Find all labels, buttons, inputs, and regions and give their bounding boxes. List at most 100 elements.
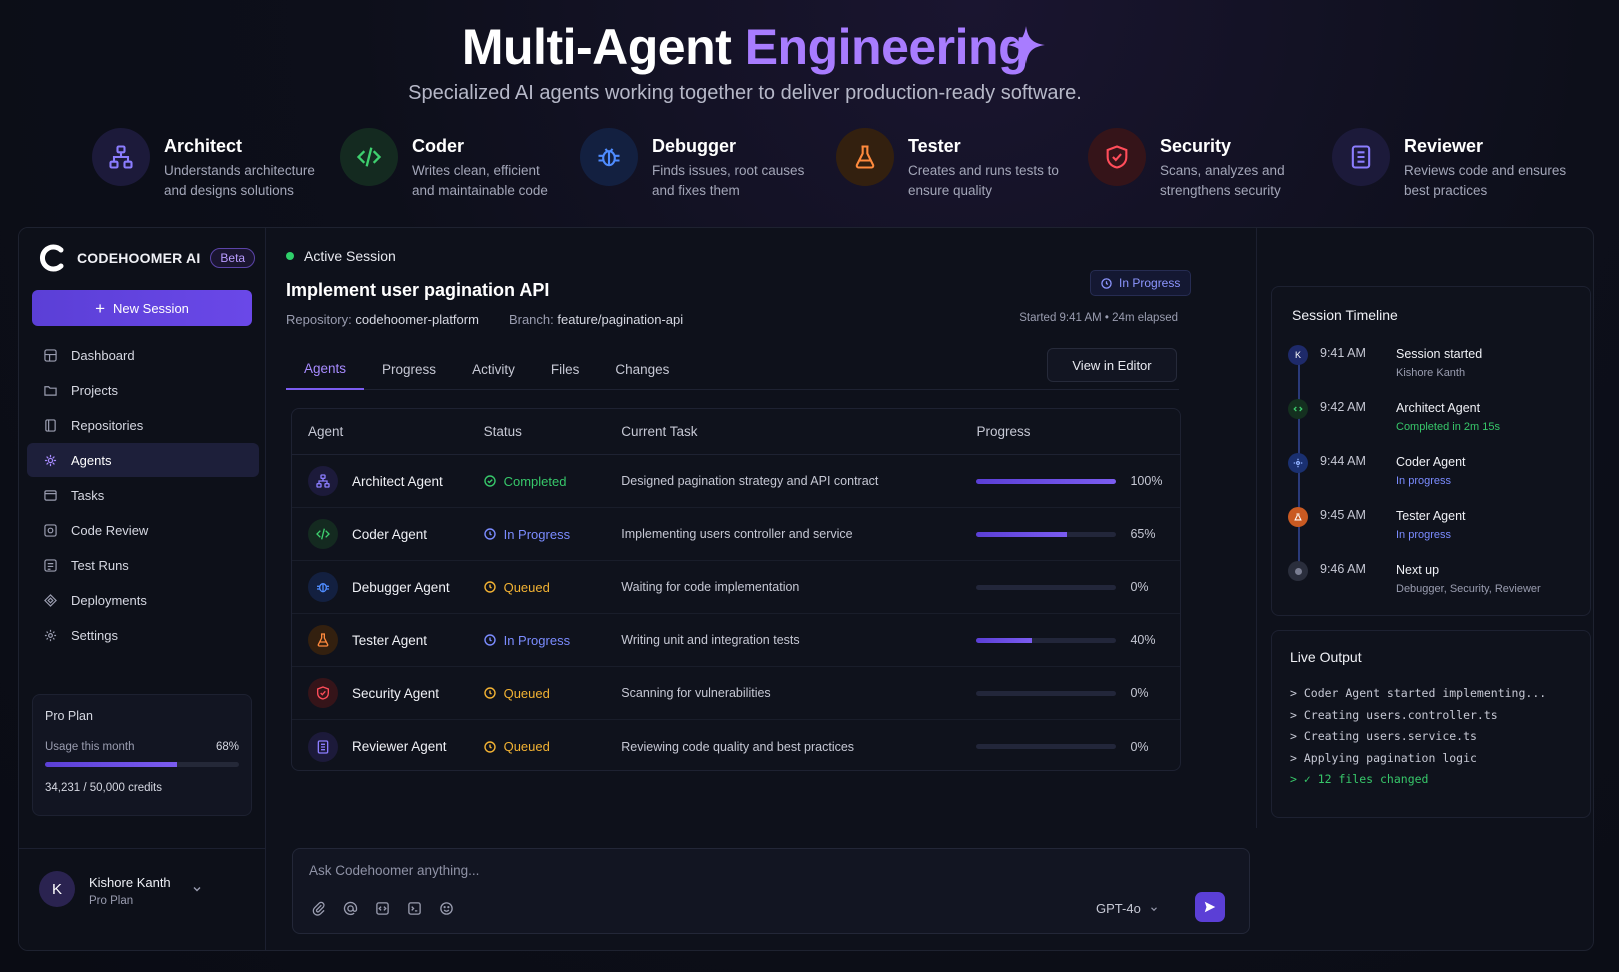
- status-text: In Progress: [503, 632, 571, 648]
- timeline-event: Tester Agent: [1396, 509, 1466, 523]
- chat-input[interactable]: Ask Codehoomer anything...: [309, 863, 480, 878]
- agent-name: Debugger Agent: [352, 579, 450, 595]
- progress-cell: 0%: [976, 740, 1180, 754]
- user-plan: Pro Plan: [89, 895, 134, 907]
- sidebar-item-agents[interactable]: Agents: [27, 443, 259, 477]
- timeline-event: Next up: [1396, 563, 1440, 577]
- main-panel: Active Session Implement user pagination…: [266, 228, 1256, 828]
- agent-name: Tester Agent: [352, 632, 428, 648]
- new-session-button[interactable]: + New Session: [32, 290, 252, 326]
- usage-bar: [45, 762, 239, 767]
- send-button[interactable]: [1195, 892, 1225, 922]
- status-cell: Completed: [483, 474, 622, 489]
- repository-link[interactable]: codehoomer-platform: [355, 312, 479, 327]
- model-selector[interactable]: GPT-4o: [1096, 901, 1159, 916]
- status-cell: Queued: [483, 686, 622, 701]
- status-cell: In Progress: [483, 632, 622, 648]
- sidebar-item-code-review[interactable]: Code Review: [27, 513, 259, 547]
- tab-activity[interactable]: Activity: [472, 361, 515, 377]
- sidebar-item-label: Test Runs: [71, 557, 129, 573]
- tasks-icon: [43, 488, 57, 502]
- clock-icon: [483, 634, 496, 646]
- table-row[interactable]: Architect Agent Completed Designed pagin…: [292, 455, 1180, 508]
- test-icon: [43, 558, 57, 572]
- sidebar-item-test-runs[interactable]: Test Runs: [27, 548, 259, 582]
- user-name: Kishore Kanth: [89, 875, 171, 890]
- sidebar-item-tasks[interactable]: Tasks: [27, 478, 259, 512]
- user-profile[interactable]: K Kishore Kanth Pro Plan: [19, 848, 266, 950]
- timeline-item: K 9:41 AM Session started Kishore Kanth: [1288, 345, 1588, 391]
- agent-cell: Debugger Agent: [292, 572, 484, 602]
- hero-title-accent: Engineering: [744, 19, 1029, 75]
- status-cell: Queued: [483, 580, 622, 595]
- task-text: Scanning for vulnerabilities: [621, 686, 771, 700]
- terminal-icon[interactable]: [405, 899, 423, 917]
- user-initial-dot: K: [1288, 345, 1308, 365]
- progress-bar: [976, 744, 1117, 749]
- plus-icon: +: [95, 298, 106, 318]
- timeline-item: 9:46 AM Next up Debugger, Security, Revi…: [1288, 561, 1588, 607]
- chat-input-box[interactable]: Ask Codehoomer anything... GPT-4o: [292, 848, 1250, 934]
- sidebar-item-projects[interactable]: Projects: [27, 373, 259, 407]
- repository-label: Repository:: [286, 312, 352, 327]
- progress-cell: 40%: [976, 633, 1180, 647]
- tab-agents[interactable]: Agents: [286, 348, 365, 390]
- shield-icon: [308, 678, 338, 708]
- progress-bar-fill: [976, 478, 1117, 484]
- emoji-icon[interactable]: [437, 899, 455, 917]
- repository-info: Repository: codehoomer-platform: [286, 312, 479, 327]
- table-row[interactable]: Tester Agent In Progress Writing unit an…: [292, 614, 1180, 667]
- view-in-editor-button[interactable]: View in Editor: [1047, 348, 1177, 382]
- tab-changes[interactable]: Changes: [615, 361, 670, 377]
- sidebar-item-deployments[interactable]: Deployments: [27, 583, 259, 617]
- flask-icon: [308, 625, 338, 655]
- chevron-down-icon[interactable]: [191, 883, 203, 895]
- branch-link[interactable]: feature/pagination-api: [557, 312, 684, 327]
- model-name: GPT-4o: [1096, 901, 1141, 916]
- sparkle-icon: [1007, 26, 1045, 64]
- usage-label: Usage this month: [45, 741, 135, 753]
- log-line: > Creating users.controller.ts: [1290, 707, 1498, 722]
- progress-bar: [976, 478, 1117, 484]
- table-row[interactable]: Reviewer Agent Queued Reviewing code qua…: [292, 720, 1180, 770]
- at-icon[interactable]: [341, 899, 359, 917]
- agent-cell: Architect Agent: [292, 466, 484, 496]
- sidebar-nav: Dashboard Projects Repositories Agents T…: [27, 338, 259, 653]
- feature-title: Debugger: [652, 136, 737, 156]
- table-row[interactable]: Debugger Agent Queued Waiting for code i…: [292, 561, 1180, 614]
- chat-tools: [309, 899, 455, 917]
- paperclip-icon[interactable]: [309, 899, 327, 917]
- live-output-title: Live Output: [1290, 649, 1362, 665]
- brand: CODEHOOMER AI Beta: [39, 244, 256, 272]
- new-session-label: New Session: [113, 300, 189, 316]
- branch-info: Branch: feature/pagination-api: [509, 312, 683, 327]
- clock-icon: [483, 528, 496, 540]
- log-line: > Coder Agent started implementing...: [1290, 686, 1547, 700]
- tab-progress[interactable]: Progress: [382, 361, 437, 377]
- progress-cell: 0%: [976, 580, 1180, 594]
- status-badge: In Progress: [1090, 270, 1192, 296]
- sidebar-item-settings[interactable]: Settings: [27, 618, 259, 652]
- review-icon: [43, 523, 57, 537]
- header-progress: Progress: [976, 424, 1031, 439]
- sidebar-item-repositories[interactable]: Repositories: [27, 408, 259, 442]
- sidebar-item-dashboard[interactable]: Dashboard: [27, 338, 259, 372]
- code-file-icon[interactable]: [373, 899, 391, 917]
- gear-icon: [1288, 453, 1308, 473]
- table-row[interactable]: Security Agent Queued Scanning for vulne…: [292, 667, 1180, 720]
- agent-name: Coder Agent: [352, 526, 428, 542]
- status-badge-label: In Progress: [1119, 276, 1181, 290]
- sidebar-item-label: Projects: [71, 382, 118, 398]
- repo-info: Repository: codehoomer-platform Branch: …: [286, 312, 683, 327]
- timeline-item: 9:45 AM Tester Agent In progress: [1288, 507, 1588, 553]
- progress-cell: 100%: [976, 474, 1180, 488]
- credits-text: 34,231 / 50,000 credits: [45, 782, 162, 794]
- right-panel: Session Timeline K 9:41 AM Session start…: [1256, 228, 1593, 828]
- tab-files[interactable]: Files: [550, 361, 580, 377]
- table-row[interactable]: Coder Agent In Progress Implementing use…: [292, 508, 1180, 561]
- shield-icon: [1088, 128, 1146, 186]
- timeline-detail: In progress: [1396, 475, 1452, 487]
